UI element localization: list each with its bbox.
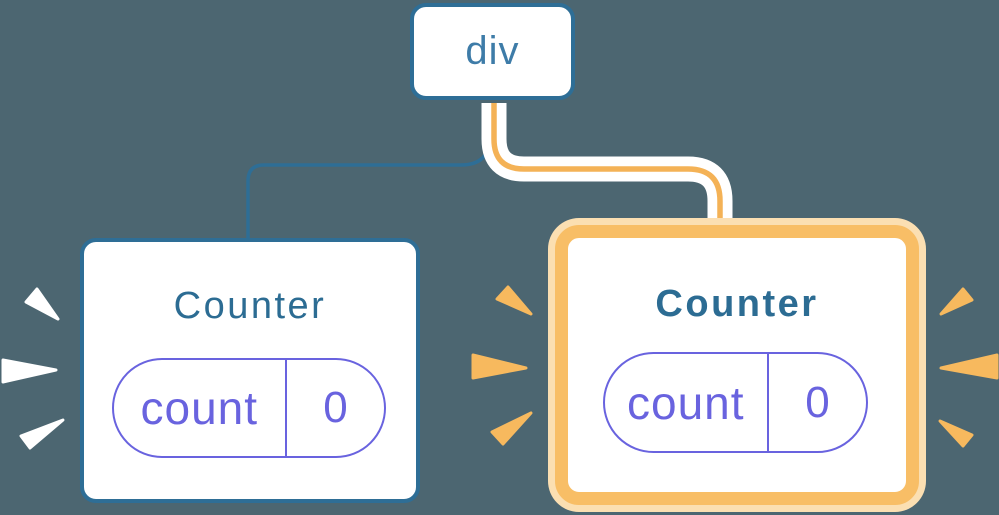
edge-div-to-counter-1 — [246, 103, 492, 242]
sparkle-ray-icon — [1, 358, 58, 384]
edge-div-to-counter-2 — [491, 103, 723, 234]
pill-divider — [766, 354, 769, 451]
edge-div-to-counter-2-casing — [481, 103, 733, 218]
sparkle-ray-icon — [939, 353, 999, 380]
pill-divider — [284, 360, 287, 456]
state-key: count — [626, 376, 745, 429]
sparkle-ray-icon — [490, 411, 533, 446]
node-label: Counter — [173, 285, 327, 327]
tree-node-div: div — [410, 3, 575, 100]
sparkle-burst-highlighted-right — [938, 287, 999, 448]
state-pill: count 0 — [112, 358, 386, 458]
sparkle-burst-highlighted-left — [471, 285, 533, 446]
sparkle-ray-icon — [471, 353, 528, 380]
sparkle-ray-icon — [938, 419, 974, 448]
sparkle-ray-icon — [19, 418, 65, 450]
state-pill: count 0 — [603, 352, 868, 453]
node-label: div — [465, 29, 520, 73]
state-key: count — [140, 382, 259, 434]
tree-node-counter-1: Counter count 0 — [80, 238, 420, 503]
node-label: Counter — [655, 283, 819, 325]
sparkle-ray-icon — [24, 287, 60, 321]
state-value: 0 — [805, 377, 830, 427]
sparkle-ray-icon — [495, 285, 533, 316]
sparkle-ray-icon — [939, 287, 974, 316]
sparkle-burst-left-counter — [1, 287, 65, 450]
tree-node-counter-2-highlighted: Counter count 0 — [555, 225, 919, 505]
state-value: 0 — [323, 383, 348, 432]
